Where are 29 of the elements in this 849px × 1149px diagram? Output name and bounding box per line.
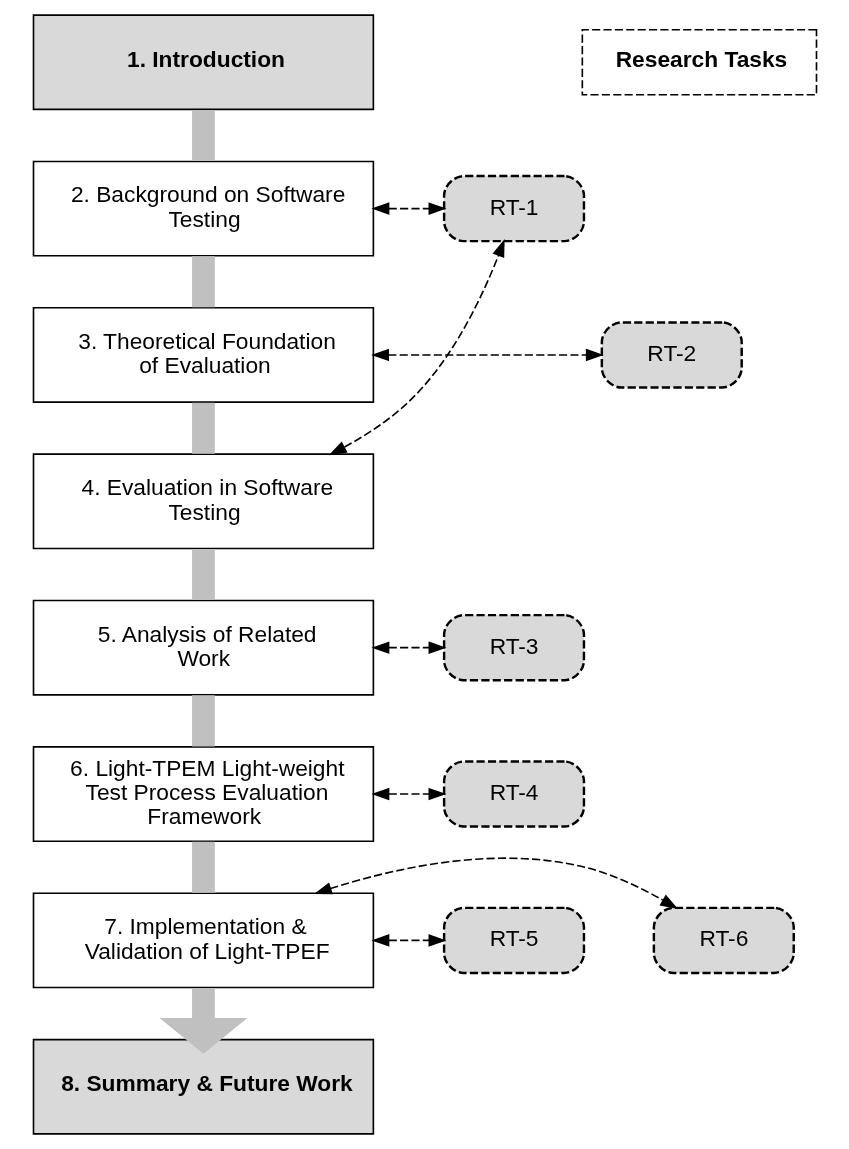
connector	[191, 402, 215, 454]
node-box: RT-6	[652, 906, 795, 975]
node-box: RT-1	[442, 174, 585, 243]
node-box: RT-2	[600, 321, 743, 389]
node-box: 5. Analysis of Related Work	[32, 599, 374, 696]
node-box: 8. Summary & Future Work	[32, 1038, 374, 1135]
node-box: 4. Evaluation in Software Testing	[32, 453, 374, 550]
arrow	[328, 239, 505, 456]
connector	[191, 549, 215, 601]
connector	[191, 695, 215, 747]
connector	[191, 109, 215, 161]
arrow	[370, 641, 446, 654]
arrow	[370, 202, 446, 215]
node-box: 7. Implementation & Validation of Light-TPEF	[32, 892, 374, 989]
connector	[191, 256, 215, 308]
node-box: Research Tasks	[581, 28, 817, 96]
arrow	[370, 348, 604, 362]
node-box: 3. Theoretical Foundation of Evaluation	[32, 307, 374, 403]
connector	[191, 841, 215, 893]
node-box: RT-3	[442, 613, 585, 682]
node-box: 2. Background on Software Testing	[32, 160, 374, 257]
arrow	[370, 934, 446, 947]
node-box: RT-4	[442, 760, 585, 828]
node-box: 1. Introduction	[32, 14, 374, 111]
arrow	[313, 857, 678, 910]
node-box: RT-5	[442, 906, 585, 975]
node-box: 6. Light-TPEM Light-weight Test Process Evaluation Framework	[32, 746, 374, 842]
arrow	[370, 787, 446, 801]
arrow	[158, 988, 247, 1054]
